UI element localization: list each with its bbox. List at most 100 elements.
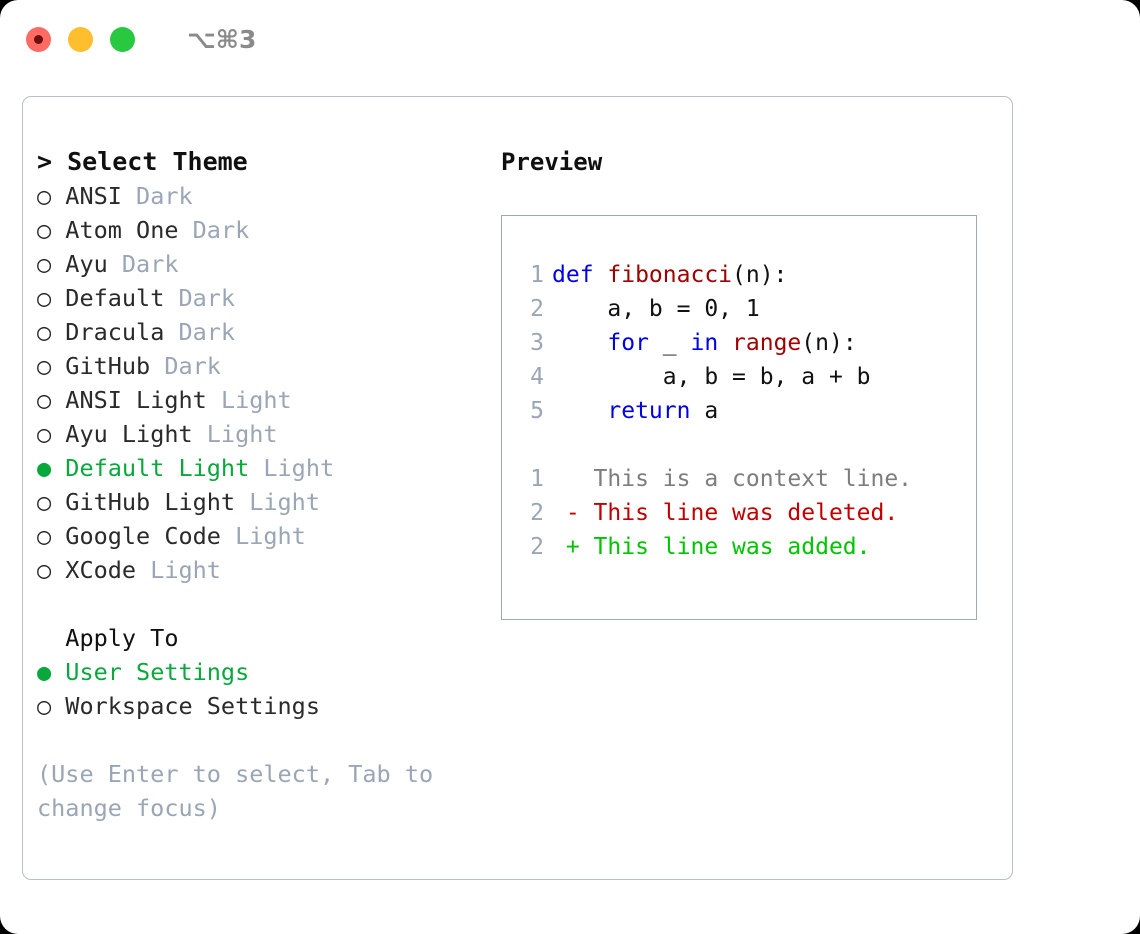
keyboard-hint: (Use Enter to select, Tab to change focu… xyxy=(37,760,434,822)
radio-unselected-icon: ○ xyxy=(37,692,52,720)
theme-variant-tag: Light xyxy=(206,386,292,414)
theme-list-item[interactable]: ○ ANSI Dark xyxy=(37,179,497,213)
code-line: 4 a, b = b, a + b xyxy=(518,360,976,394)
diff-sample: 1 This is a context line.2 - This line w… xyxy=(518,462,976,564)
line-number: 2 xyxy=(530,500,544,526)
minimize-button[interactable] xyxy=(68,26,93,52)
code-token: in xyxy=(690,330,719,356)
line-number: 3 xyxy=(530,330,544,356)
spacer xyxy=(518,428,976,462)
radio-unselected-icon: ○ xyxy=(37,284,52,312)
theme-list-item[interactable]: ● Default Light Light xyxy=(37,451,497,485)
theme-name: Dracula xyxy=(51,318,165,346)
diff-line: 2 - This line was deleted. xyxy=(518,496,976,530)
apply-to-label: User Settings xyxy=(51,658,250,686)
radio-unselected-icon: ○ xyxy=(37,182,52,210)
theme-picker-panel: > Select Theme ○ ANSI Dark○ Atom One Dar… xyxy=(22,96,1013,880)
diff-line: 1 This is a context line. xyxy=(518,462,976,496)
theme-variant-tag: Light xyxy=(235,488,320,516)
code-token: def xyxy=(552,262,608,288)
radio-unselected-icon: ○ xyxy=(37,318,52,346)
code-line: 1 def fibonacci(n): xyxy=(518,258,976,292)
theme-list-item[interactable]: ○ Ayu Light Light xyxy=(37,417,497,451)
apply-to-item[interactable]: ● User Settings xyxy=(37,655,497,689)
radio-selected-icon: ● xyxy=(37,454,52,482)
diff-text: This is a context line. xyxy=(552,466,913,492)
theme-list-item[interactable]: ○ Default Dark xyxy=(37,281,497,315)
theme-list-item[interactable]: ○ Atom One Dark xyxy=(37,213,497,247)
code-token xyxy=(552,398,607,424)
code-token: fibonacci xyxy=(607,262,733,288)
code-token: a, b = b, a + b xyxy=(552,364,871,390)
theme-variant-tag: Dark xyxy=(178,216,250,244)
radio-unselected-icon: ○ xyxy=(37,420,52,448)
diff-line: 2 + This line was added. xyxy=(518,530,976,564)
diff-text: - This line was deleted. xyxy=(552,500,899,526)
window-controls xyxy=(26,26,135,52)
apply-to-item[interactable]: ○ Workspace Settings xyxy=(37,689,497,723)
theme-variant-tag: Light xyxy=(220,522,306,550)
line-number: 2 xyxy=(530,534,544,560)
select-theme-header: > Select Theme xyxy=(37,147,248,176)
line-number: 5 xyxy=(530,398,544,424)
theme-name: ANSI xyxy=(51,182,122,210)
line-number: 4 xyxy=(530,364,544,390)
radio-unselected-icon: ○ xyxy=(37,352,52,380)
theme-list-item[interactable]: ○ Google Code Light xyxy=(37,519,497,553)
theme-name: Google Code xyxy=(51,522,221,550)
theme-list-item[interactable]: ○ Ayu Dark xyxy=(37,247,497,281)
radio-unselected-icon: ○ xyxy=(37,556,52,584)
code-token: return xyxy=(607,398,691,424)
theme-variant-tag: Dark xyxy=(164,284,236,312)
preview-title: Preview xyxy=(501,148,603,176)
spacer xyxy=(37,587,497,621)
code-token: a xyxy=(690,398,719,424)
theme-list-item[interactable]: ○ ANSI Light Light xyxy=(37,383,497,417)
code-token: _ xyxy=(648,330,691,356)
code-token: for xyxy=(607,330,649,356)
theme-name: Default Light xyxy=(51,454,250,482)
theme-list-item[interactable]: ○ GitHub Dark xyxy=(37,349,497,383)
radio-unselected-icon: ○ xyxy=(37,386,52,414)
theme-list-item[interactable]: ○ Dracula Dark xyxy=(37,315,497,349)
title-bar: ⌥⌘3 xyxy=(0,0,1140,78)
code-token: (n): xyxy=(732,262,788,288)
theme-variant-tag: Dark xyxy=(121,182,193,210)
diff-text: + This line was added. xyxy=(552,534,871,560)
theme-name: GitHub Light xyxy=(51,488,236,516)
theme-name: GitHub xyxy=(51,352,151,380)
theme-name: ANSI Light xyxy=(51,386,207,414)
apply-to-header: Apply To xyxy=(37,624,179,652)
theme-list-item[interactable]: ○ GitHub Light Light xyxy=(37,485,497,519)
code-line: 3 for _ in range(n): xyxy=(518,326,976,360)
theme-name: Default xyxy=(51,284,165,312)
theme-selection-column: > Select Theme ○ ANSI Dark○ Atom One Dar… xyxy=(37,145,497,825)
theme-list-item[interactable]: ○ XCode Light xyxy=(37,553,497,587)
radio-unselected-icon: ○ xyxy=(37,216,52,244)
radio-unselected-icon: ○ xyxy=(37,488,52,516)
code-line: 2 a, b = 0, 1 xyxy=(518,292,976,326)
radio-unselected-icon: ○ xyxy=(37,250,52,278)
theme-variant-tag: Light xyxy=(249,454,335,482)
theme-variant-tag: Light xyxy=(192,420,278,448)
apply-to-list: ● User Settings○ Workspace Settings xyxy=(37,655,497,723)
code-token: range xyxy=(732,330,802,356)
line-number: 1 xyxy=(530,466,544,492)
code-token: a, b = 0, 1 xyxy=(552,296,760,322)
line-number: 1 xyxy=(530,262,544,288)
code-token: (n): xyxy=(801,330,857,356)
maximize-button[interactable] xyxy=(110,26,135,52)
code-line: 5 return a xyxy=(518,394,976,428)
theme-name: Ayu Light xyxy=(51,420,193,448)
theme-name: XCode xyxy=(51,556,137,584)
code-token xyxy=(718,330,732,356)
theme-variant-tag: Dark xyxy=(150,352,221,380)
theme-variant-tag: Light xyxy=(136,556,221,584)
line-number: 2 xyxy=(530,296,544,322)
close-button[interactable] xyxy=(26,26,51,52)
keyboard-shortcut-label: ⌥⌘3 xyxy=(187,24,257,54)
radio-selected-icon: ● xyxy=(37,658,52,686)
